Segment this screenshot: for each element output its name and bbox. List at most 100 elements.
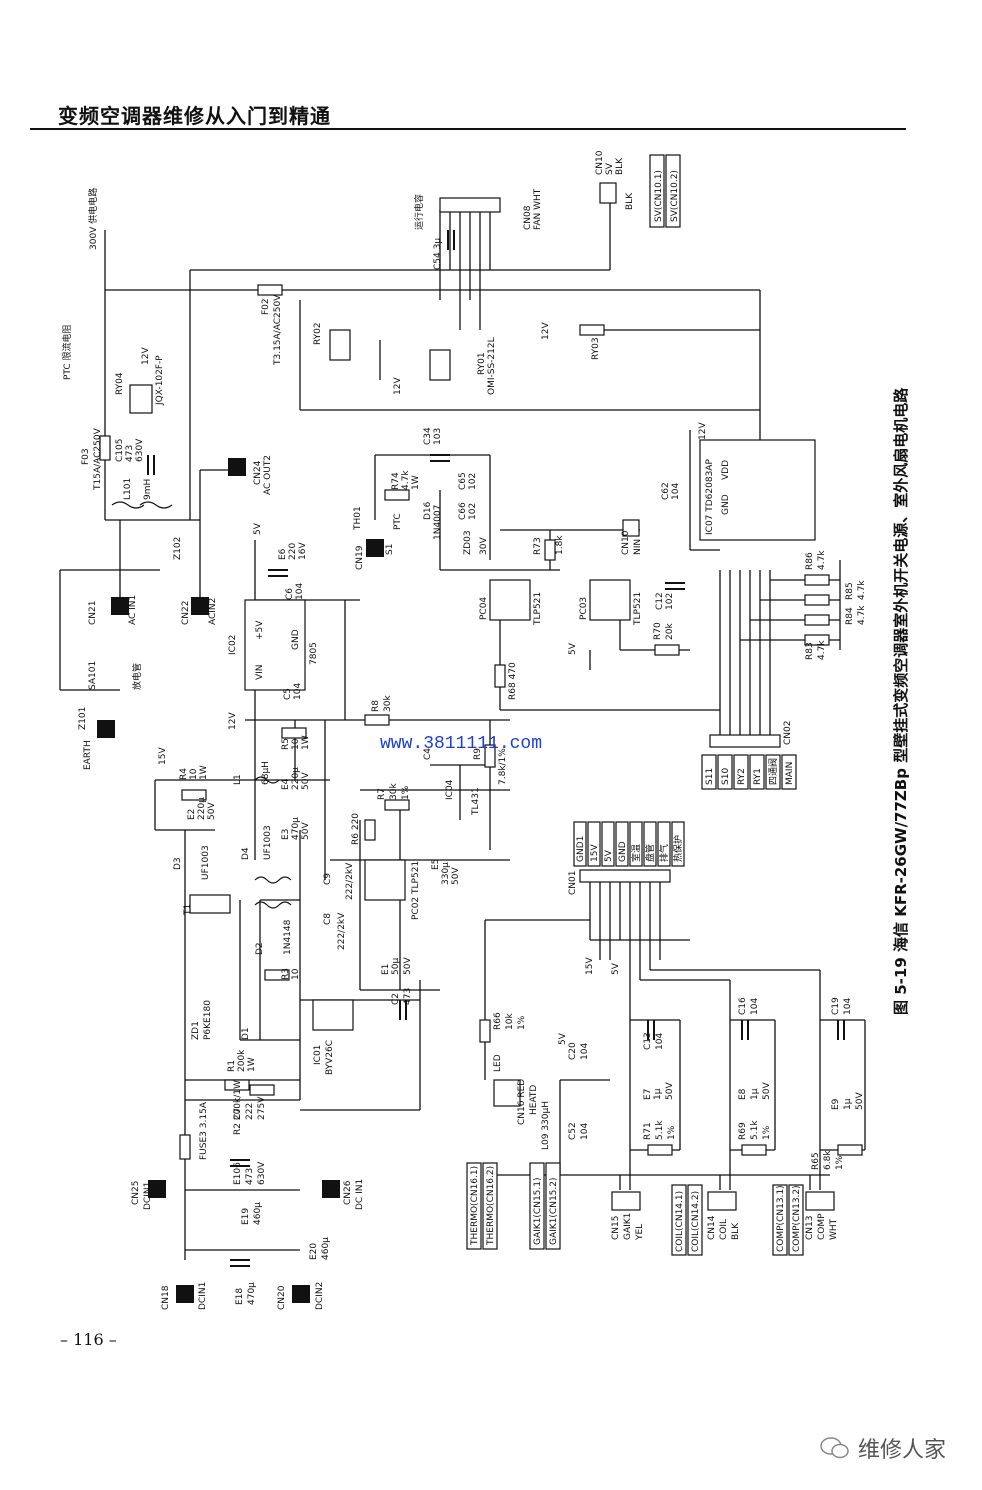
label-e9-v: 50V [855,1092,865,1110]
label-c65: C65 [458,472,468,490]
label-r83: R83 [805,642,815,660]
label-c20: C20 [568,1042,578,1060]
label-r5-val: 10 [291,738,301,750]
label-c8-val: 222/2kV [337,912,347,950]
label-c2: C2 [391,993,401,1005]
label-gnd: GND [291,629,301,650]
label-f03: F03 [81,448,91,465]
label-cn25: CN25 [131,1181,141,1205]
label-r6: R6 220 [351,813,361,845]
label-ic04: IC04 [445,779,455,800]
label-sv-cn10-1: SV(CN10.1) [654,170,664,222]
label-cn01-gnd: GND [618,841,628,862]
brand-mark: 维修人家 [820,1432,946,1464]
label-c105: C105 [115,439,125,462]
label-cn16: CN16 RED [517,1079,527,1125]
component-bodies [99,182,863,1160]
label-earth: EARTH [83,740,93,770]
label-e4-val: 220μ [291,767,301,790]
label-c12-val: 102 [665,593,675,610]
label-dcin1-a: DCIN1 [143,1182,153,1210]
label-c34: C34 [423,427,433,445]
label-tlp521-b: TLP521 [633,592,643,626]
label-cn02-main: MAIN [785,762,795,785]
label-cn02-ry2: RY2 [737,768,747,785]
label-r7: R7 [377,788,387,800]
label-cn10-blk2: BLK [625,192,635,210]
label-c65-val: 102 [468,473,478,490]
label-cn01-room: 室温 [630,844,642,862]
label-z101: Z101 [78,707,88,730]
label-r7-val: 30k [389,783,399,800]
label-cn01-gnd1: GND1 [576,836,586,862]
label-d4-part: UF1003 [263,825,273,860]
label-dcin1-c: DCIN1 [198,1282,208,1310]
label-r9-val: 7.8k/1% [498,748,508,785]
label-15v: 15V [158,747,168,765]
label-cn02-ry1: RY1 [753,768,763,785]
flag-boxes [466,154,835,1256]
label-c13-val: 104 [655,1033,665,1050]
chat-bubble-icon [820,1437,849,1459]
page-number: – 116 – [60,1330,117,1349]
label-fuse3: FUSE3 3.15A [199,1101,209,1160]
label-c6-val: 104 [295,583,305,600]
label-ry01-model: OMI-SS-212L [487,337,497,395]
label-e5: E5 [431,859,441,870]
label-c9: C9 [323,873,333,885]
header-title: 变频空调器维修从入门到精通 [58,104,331,128]
label-r4-w: 1W [199,765,209,780]
label-r83-val: 4.7k [817,640,827,660]
label-e7-v: 50V [665,1082,675,1100]
label-comp-cn13-1: COMP(CN13.1) [776,1185,786,1252]
label-c66: C66 [458,502,468,520]
label-r8: R8 [371,700,381,712]
label-d3: D3 [173,857,183,870]
label-r84: R84 [845,607,855,625]
label-wht: WHT [829,1218,839,1240]
label-r7-tol: 1% [401,785,411,800]
label-c2-val: 473 [403,988,413,1005]
label-comp: COMP [817,1213,827,1240]
label-dcin2: DCIN2 [315,1282,325,1310]
label-ac-in2: ACIN2 [208,598,218,625]
label-r65: R65 [811,1152,821,1170]
label-r73-val: 1.8k [555,535,565,555]
label-r8-val: 30k [383,695,393,712]
label-ic02-part: 7805 [309,642,319,665]
label-e2-val: 220μ [197,797,207,820]
label-cn10-nin: CN10 [621,530,631,555]
label-run-capacitor: 运行电容 [413,194,425,230]
label-thermo-cn16-1: THERMO(CN16.1) [470,1166,480,1246]
label-ic02: IC02 [228,635,238,655]
label-led: LED [493,1054,503,1072]
label-zd1-part: P6KE180 [203,1000,213,1040]
label-l101-val: 9mH [143,479,153,500]
label-tlp521-a: TLP521 [533,592,543,626]
label-ry01-12v: 12V [393,377,403,395]
label-ic07: IC07 TD62083AP [705,459,715,535]
label-f02: F02 [261,298,271,315]
label-c105-v: 630V [135,438,145,462]
label-cn01-15v: 15V [590,844,600,862]
label-ptc-resistor: PTC 限流电阻 [61,324,73,380]
label-nin: NIN [633,539,643,555]
label-c34-val: 103 [433,428,443,445]
label-heatd: HEATD [529,1085,539,1115]
label-12v-rail: 12V [228,712,238,730]
label-cn10-sv: SV [605,162,615,175]
label-5v-top: 5V [253,522,263,535]
label-e18-val: 470μ [247,1282,257,1305]
label-e19: E19 [241,1208,251,1225]
label-z102: Z102 [173,537,183,560]
label-ry04-12v: 12V [141,347,151,365]
label-pc03: PC03 [579,597,589,620]
label-r84-val: 4.7k [857,605,867,625]
label-e1-v: 50V [403,957,413,975]
label-vdd-pin: VDD [721,460,731,480]
label-l1: L1 [233,774,243,785]
label-r85: R85 [845,582,855,600]
label-e106: E106 [233,1162,243,1185]
label-plus5v: +5V [255,620,265,640]
label-cn21: CN21 [88,601,98,625]
